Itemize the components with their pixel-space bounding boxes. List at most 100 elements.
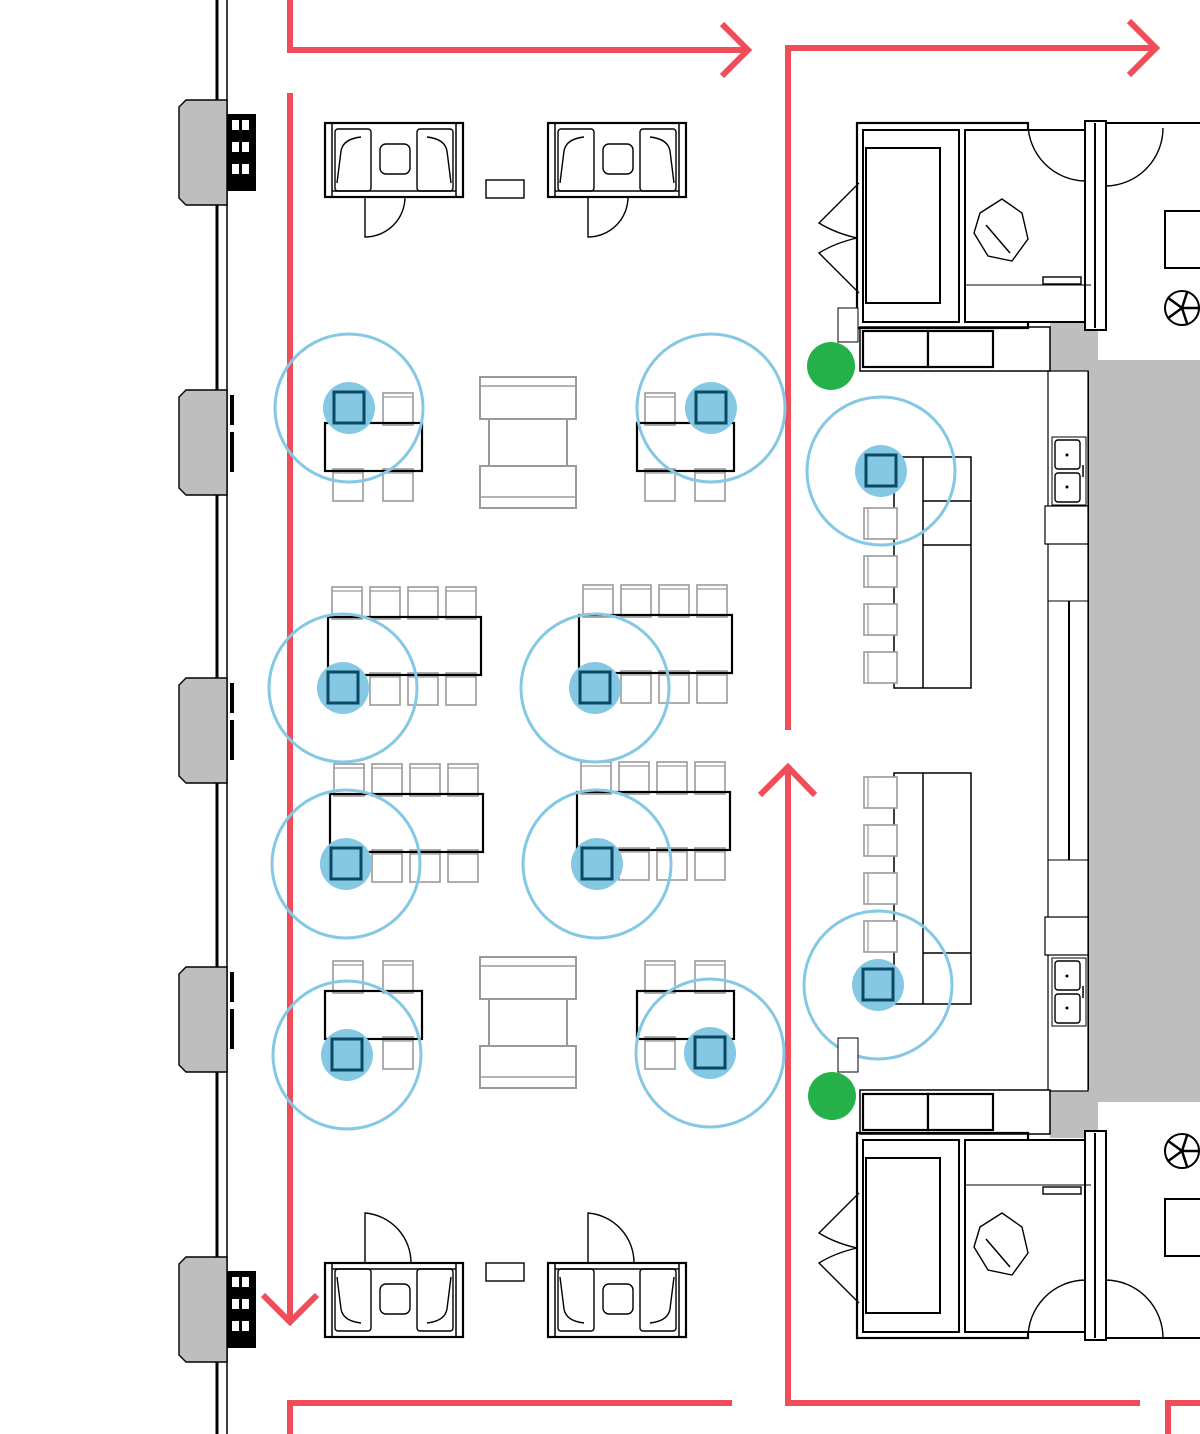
drawer	[926, 329, 995, 369]
double-sink	[1051, 957, 1087, 1027]
radiator-unit	[178, 389, 228, 496]
window-unit	[178, 677, 234, 784]
arrow-head-right	[1126, 18, 1161, 78]
access-point-icon	[694, 390, 728, 425]
access-point-icon	[864, 453, 898, 488]
table-top	[323, 421, 424, 473]
bar-stool	[863, 920, 898, 953]
booth-seat	[416, 128, 454, 192]
booth-seat	[416, 1268, 454, 1332]
coverage-ring	[805, 395, 957, 547]
plant-leaf	[1180, 307, 1189, 326]
vanity-item	[1042, 1186, 1082, 1195]
pattern-hole	[232, 1321, 239, 1331]
drain-icon	[1065, 974, 1069, 978]
chair	[447, 849, 479, 883]
cabinet	[1164, 210, 1200, 269]
kitchen-island	[863, 456, 972, 689]
chair	[694, 468, 726, 502]
plant-leaf	[1180, 1133, 1189, 1152]
wifi-access-point	[273, 332, 425, 484]
plant-leaf	[1166, 1149, 1183, 1163]
wc-room	[817, 120, 1200, 331]
chair	[445, 586, 477, 620]
access-point-icon	[693, 1035, 727, 1070]
door-swing	[587, 196, 629, 238]
plant-pot	[1164, 290, 1200, 326]
double-sink	[1051, 436, 1087, 506]
closet	[862, 129, 960, 323]
bar-stool	[863, 872, 898, 905]
seat-back	[426, 136, 452, 184]
chair-detail	[985, 1238, 1011, 1268]
wall-panel	[837, 1037, 859, 1073]
bar-stool	[863, 603, 898, 636]
chair	[445, 672, 477, 706]
bar-stool	[863, 507, 898, 540]
bar-stool	[863, 824, 898, 857]
route-path	[1165, 1400, 1200, 1434]
chair	[369, 586, 401, 620]
pattern-hole	[232, 1299, 239, 1309]
sofa	[479, 956, 577, 1000]
pattern-hole	[242, 120, 249, 130]
drawer	[926, 1092, 995, 1132]
wc-stall	[964, 1139, 1092, 1333]
phone-booth	[546, 121, 688, 238]
chair-detail	[985, 224, 1011, 254]
booth-table	[379, 1283, 411, 1315]
markers-layer	[807, 307, 859, 1120]
chair	[369, 672, 401, 706]
radiator-unit	[178, 99, 228, 206]
valve-icon	[230, 720, 234, 760]
radiator-unit	[178, 1256, 228, 1363]
wifi-access-point	[805, 395, 957, 547]
booth-side-table	[485, 1262, 525, 1282]
sink-basin	[1054, 439, 1081, 470]
kitchen-island	[863, 772, 972, 1005]
sink-frame	[1051, 957, 1087, 1027]
table-top	[635, 421, 736, 473]
island-top	[893, 456, 972, 689]
seat-back	[559, 136, 585, 184]
route-path	[785, 766, 1140, 1406]
table-top	[328, 792, 485, 854]
sofas-layer	[479, 376, 577, 1089]
valve-icon	[230, 432, 234, 472]
plant-leaf	[1166, 296, 1183, 310]
coverage-ring	[519, 612, 671, 764]
wifi-access-point	[270, 788, 422, 940]
seat-back	[649, 136, 675, 184]
service-core	[1088, 360, 1200, 1102]
chair	[644, 468, 676, 502]
table-top	[326, 615, 483, 677]
door-swing	[1027, 122, 1086, 182]
wifi-coverage-layer	[267, 332, 957, 1131]
routes-layer	[260, 0, 1200, 1434]
coverage-ring	[267, 612, 419, 764]
chair	[447, 763, 479, 797]
window-unit	[178, 1256, 256, 1363]
drawer	[861, 1092, 930, 1132]
credenza	[859, 1089, 1051, 1135]
pattern-panel	[227, 114, 256, 191]
route-path	[287, 1400, 732, 1434]
island-top	[893, 772, 972, 1005]
booth-table	[602, 1283, 634, 1315]
wc-stall	[964, 129, 1092, 323]
chair	[332, 468, 364, 502]
plant-pot	[1164, 1133, 1200, 1169]
booth-seat	[557, 1268, 595, 1332]
coverage-ring	[273, 332, 425, 484]
chair	[694, 761, 726, 795]
access-point-icon	[326, 670, 360, 705]
booth-seat	[639, 1268, 677, 1332]
door-swing	[1105, 1279, 1164, 1339]
pattern-hole	[232, 142, 239, 152]
booth-side-table	[485, 179, 525, 199]
wardrobe	[865, 1157, 941, 1314]
window-units-layer	[178, 99, 256, 1363]
pattern-panel	[227, 1271, 256, 1348]
coverage-ring	[802, 909, 954, 1061]
